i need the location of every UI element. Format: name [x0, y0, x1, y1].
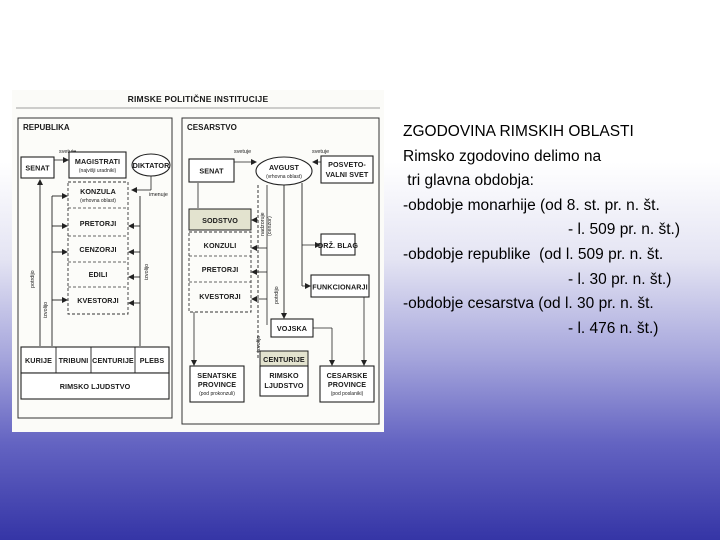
cesarske-sub: (pod poslaniki): [331, 391, 364, 397]
diktator: DIKTATOR: [133, 161, 170, 170]
period-empire: -obdobje cesarstva (od l. 30 pr. n. št.: [403, 295, 654, 313]
vojska: VOJSKA: [277, 324, 307, 333]
cesarske-line2: PROVINCE: [328, 380, 366, 389]
konzula: KONZULA: [80, 187, 116, 196]
konzuli: KONZULI: [204, 241, 237, 250]
political-institutions-diagram: RIMSKE POLITIČNE INSTITUCIJE REPUBLIKA S…: [12, 90, 384, 432]
republika-heading: REPUBLIKA: [23, 123, 70, 132]
cenzorji: CENZORJI: [79, 245, 116, 254]
republika-senat: SENAT: [25, 164, 50, 173]
cesarstvo-svetuje-left: svetuje: [234, 149, 251, 155]
republika-rimsko-ljudstvo: RIMSKO LJUDSTVO: [60, 382, 131, 391]
republika-centurije: CENTURIJE: [92, 356, 134, 365]
republika-izvolijo-right: izvolijo: [144, 264, 150, 280]
kurije: KURIJE: [25, 356, 52, 365]
plebs: PLEBS: [140, 356, 165, 365]
magistrati: MAGISTRATI: [75, 157, 120, 166]
cenzor: (cenzor): [267, 216, 273, 236]
republika-pretorji: PRETORJI: [80, 219, 117, 228]
republika-potrdijo: potrdijo: [30, 270, 36, 288]
senatske-line2: PROVINCE: [198, 380, 236, 389]
republika-izvolijo-left: izvolijo: [43, 302, 49, 318]
tribuni: TRIBUNI: [59, 356, 89, 365]
intro-line: Rimsko zgodovino delimo na: [403, 147, 602, 165]
magistrati-box: [68, 151, 127, 179]
republika-svetuje: svetuje: [59, 149, 76, 155]
cesarstvo-pretorji: PRETORJI: [202, 265, 239, 274]
cesarske-line1: CESARSKE: [327, 371, 368, 380]
diagram-title: RIMSKE POLITIČNE INSTITUCIJE: [128, 93, 269, 104]
magistrati-sub: (najvišji uradniki): [79, 168, 117, 174]
funkcionarji: FUNKCIONARJI: [312, 283, 368, 292]
senatske-line1: SENATSKE: [197, 371, 237, 380]
period-republic-end: - l. 30 pr. n. št.): [568, 270, 672, 288]
cesarstvo-izvolijo: izvolijo: [256, 336, 262, 352]
intro-line-2: tri glavna obdobja:: [403, 172, 534, 190]
edili: EDILI: [89, 270, 108, 279]
konzula-sub: (vrhovna oblast): [80, 198, 116, 204]
period-empire-end: - l. 476 n. št.): [568, 319, 659, 337]
cesarstvo-kvestorji: KVESTORJI: [199, 292, 241, 301]
text-block: ZGODOVINA RIMSKIH OBLASTI Rimsko zgodovi…: [403, 120, 713, 341]
nadzoruje: nadzoruje: [260, 212, 266, 236]
republika-kvestorji: KVESTORJI: [77, 296, 119, 305]
drz-blag: DRŽ. BLAG: [318, 241, 358, 250]
cesarstvo-rimsko-line1: RIMSKO: [269, 371, 299, 380]
avgust: AVGUST: [269, 163, 300, 172]
cesarstvo-heading: CESARSTVO: [187, 123, 237, 132]
cesarstvo-senat: SENAT: [199, 167, 224, 176]
cesarstvo-potrdijo: potrdijo: [274, 286, 280, 304]
period-monarchy: -obdobje monarhije (od 8. st. pr. n. št.: [403, 196, 660, 214]
cesarstvo-centurije: CENTURIJE: [263, 355, 305, 364]
avgust-sub: (vrhovna oblast): [266, 174, 302, 180]
imenuje: imenuje: [149, 192, 168, 198]
heading: ZGODOVINA RIMSKIH OBLASTI: [403, 123, 634, 140]
cesarstvo-panel: CESARSTVO SENAT svetuje AVGUST (vrhovna …: [181, 117, 380, 425]
cesarstvo-rimsko-line2: LJUDSTVO: [264, 381, 303, 390]
republika-senat-box: [20, 156, 55, 179]
posvetovalni-svet-line1: POSVETO-: [328, 160, 366, 169]
republika-panel: REPUBLIKA SENAT svetuje MAGISTRATI (najv…: [17, 117, 173, 419]
sodstvo: SODSTVO: [202, 216, 238, 225]
cesarstvo-svetuje-right: svetuje: [312, 149, 329, 155]
period-monarchy-end: - l. 509 pr. n. št.): [568, 221, 680, 239]
posvetovalni-svet-line2: VALNI SVET: [326, 170, 369, 179]
period-republic: -obdobje republike (od l. 509 pr. n. št.: [403, 245, 664, 263]
senatske-sub: (pod prokonzuli): [199, 391, 235, 397]
